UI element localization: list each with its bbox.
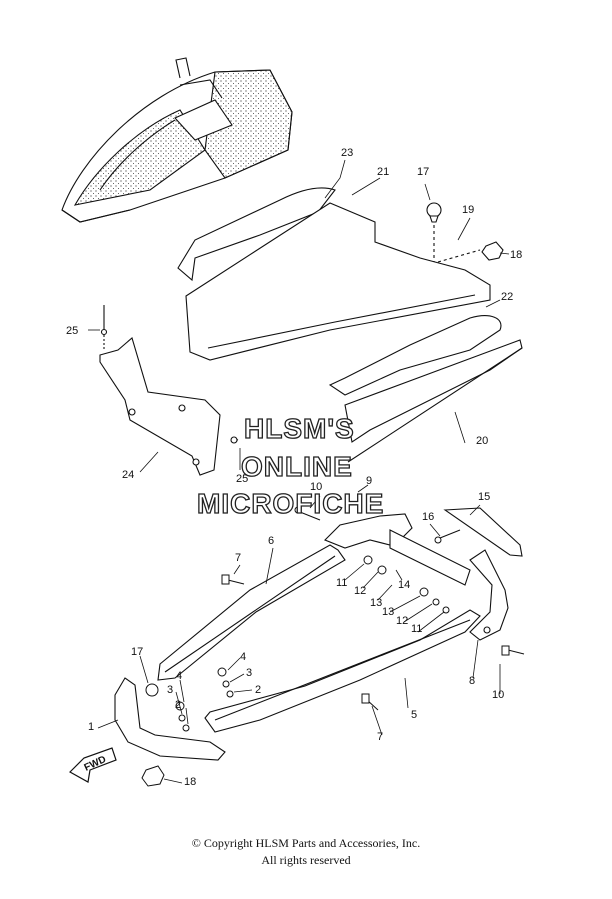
callout-2-left: 2: [175, 699, 182, 711]
hardware: [141, 506, 525, 787]
nut-18-top: [481, 241, 504, 261]
fwd-arrow: FWD: [69, 747, 117, 783]
callout-8: 8: [469, 675, 476, 687]
callout-10-bottom: 10: [492, 689, 505, 701]
nut-18-bottom: [141, 765, 165, 787]
callout-12-right: 12: [396, 615, 409, 627]
fasteners-top: [100, 202, 504, 350]
bumper-8: [469, 549, 509, 641]
callout-17-bottom: 17: [131, 646, 144, 658]
callout-20: 20: [476, 435, 489, 447]
callout-21: 21: [377, 166, 390, 178]
mat-23: [177, 187, 336, 282]
leader-lines: [88, 159, 510, 784]
callout-25-mid: 25: [236, 473, 249, 485]
bumper-1: [114, 677, 226, 761]
callout-13-left: 13: [370, 597, 383, 609]
callout-3-right: 3: [246, 667, 253, 679]
callout-15: 15: [478, 491, 491, 503]
mat-21: [185, 202, 491, 361]
trim-15: [443, 507, 523, 557]
copyright-line-2: All rights reserved: [261, 853, 351, 867]
callout-22: 22: [501, 291, 514, 303]
plug-17-top: [426, 202, 442, 218]
watermark-line-3: MICROFICHE: [196, 488, 385, 519]
callout-18-top: 18: [510, 249, 523, 261]
callout-18-bottom: 18: [184, 776, 197, 788]
bracket-24: [99, 337, 239, 476]
callout-14: 14: [398, 579, 411, 591]
callout-11-left: 11: [336, 577, 348, 589]
callout-12-left: 12: [354, 585, 367, 597]
callout-3-left: 3: [167, 684, 174, 696]
gunwale-rails: [157, 507, 523, 733]
mat-22: [328, 315, 502, 396]
callout-16: 16: [422, 511, 435, 523]
callout-10-top: 10: [310, 481, 323, 493]
bumpers: [114, 549, 509, 761]
callout-1: 1: [88, 721, 95, 733]
callout-2-right: 2: [255, 684, 262, 696]
callout-23: 23: [341, 147, 354, 159]
watermark-line-1: HLSM'S: [243, 413, 355, 444]
plug-17-bottom: [145, 683, 159, 697]
callout-13-right: 13: [382, 606, 395, 618]
bracket-14: [389, 529, 471, 586]
callout-11-right: 11: [411, 623, 423, 635]
watermark-line-2: ONLINE: [240, 451, 353, 482]
callout-17-top: 17: [417, 166, 430, 178]
callout-9: 9: [366, 475, 373, 487]
floor-mats: [177, 187, 523, 463]
rail-5: [204, 609, 481, 733]
callout-25-top: 25: [66, 325, 79, 337]
mat-20: [344, 339, 523, 443]
callout-19: 19: [462, 204, 475, 216]
watercraft-overview: [61, 57, 293, 223]
callout-24: 24: [122, 469, 135, 481]
callout-5: 5: [411, 709, 418, 721]
callout-4-right: 4: [240, 651, 247, 663]
callout-6: 6: [268, 535, 275, 547]
callout-7-top: 7: [235, 552, 242, 564]
callout-4-left: 4: [176, 670, 183, 682]
copyright-line-1: © Copyright HLSM Parts and Accessories, …: [191, 836, 421, 850]
rivet-25-mid: [230, 436, 238, 444]
callout-7-bottom: 7: [377, 731, 384, 743]
